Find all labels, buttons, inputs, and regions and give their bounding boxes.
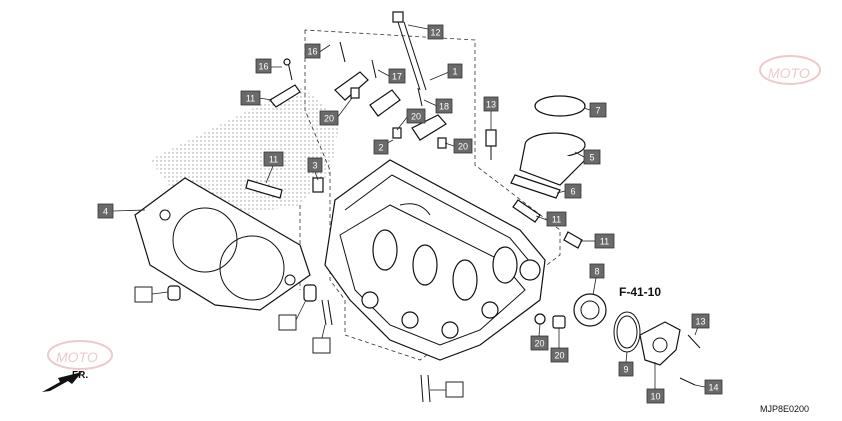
callout-label: 8 bbox=[594, 267, 599, 277]
head-gasket bbox=[134, 177, 311, 311]
callout-label: 20 bbox=[324, 114, 334, 124]
callout-label: 12 bbox=[430, 28, 440, 38]
callout-label: 16 bbox=[307, 47, 317, 57]
sensor-right bbox=[563, 231, 583, 249]
callout-16-top[interactable]: 16 bbox=[304, 43, 321, 59]
callout-label: 13 bbox=[486, 100, 496, 110]
callout-label: 20 bbox=[458, 142, 468, 152]
callout-label: 11 bbox=[552, 215, 561, 225]
empty-callout-dowel-left[interactable] bbox=[134, 286, 153, 303]
callout-9[interactable]: 9 bbox=[618, 361, 634, 377]
callout-2[interactable]: 2 bbox=[373, 139, 389, 155]
callout-5[interactable]: 5 bbox=[583, 149, 601, 165]
callout-4[interactable]: 4 bbox=[97, 203, 114, 219]
spark-plug-upper-left bbox=[269, 84, 301, 108]
callout-label: 6 bbox=[570, 187, 575, 197]
diagram-code: MJP8E0200 bbox=[760, 404, 809, 414]
callout-label: 1 bbox=[452, 67, 457, 77]
leader-empty-left bbox=[151, 291, 169, 295]
callout-3[interactable]: 3 bbox=[307, 157, 323, 173]
callout-label: 16 bbox=[258, 62, 268, 72]
dowel-pins bbox=[167, 284, 431, 403]
watermark-logo-top-right: MOTO bbox=[759, 55, 821, 85]
leader-empty-right bbox=[295, 299, 307, 321]
cylinder-head bbox=[324, 159, 546, 361]
callout-20-right[interactable]: 20 bbox=[453, 138, 473, 154]
spark-plug-middle bbox=[245, 179, 283, 199]
thermostat bbox=[573, 293, 607, 327]
callout-label: 3 bbox=[312, 161, 317, 171]
callout-16-right[interactable]: 18 bbox=[435, 98, 453, 114]
callout-label: 20 bbox=[534, 339, 544, 349]
housing-bolts bbox=[679, 334, 701, 386]
empty-callout-stud-bottom[interactable] bbox=[445, 381, 464, 398]
watermark-logo-bottom-left: MOTO bbox=[47, 340, 113, 370]
callout-label: 14 bbox=[708, 383, 718, 393]
o-ring bbox=[613, 311, 641, 353]
shaded-region bbox=[150, 85, 340, 215]
callout-label: 20 bbox=[411, 112, 421, 122]
callout-11-right[interactable]: 11 bbox=[546, 211, 567, 227]
callout-18[interactable]: 20 bbox=[530, 335, 549, 351]
callout-10[interactable]: 10 bbox=[646, 388, 665, 404]
callout-label: 2 bbox=[378, 143, 383, 153]
empty-callout-dowel-right[interactable] bbox=[278, 314, 297, 331]
callout-label: 4 bbox=[103, 207, 108, 217]
callout-14[interactable]: 16 bbox=[255, 58, 272, 74]
assembly-boundary bbox=[304, 29, 561, 361]
svg-text:MOTO: MOTO bbox=[56, 349, 98, 365]
callout-13-lower[interactable]: 14 bbox=[704, 379, 723, 395]
leader-lines bbox=[112, 24, 706, 389]
callout-label: 13 bbox=[695, 317, 705, 327]
callout-6[interactable]: 6 bbox=[564, 183, 582, 199]
head-bolt bbox=[392, 11, 427, 91]
callout-label: 7 bbox=[595, 106, 600, 116]
insulator-band bbox=[510, 174, 561, 199]
callout-13-upper[interactable]: 13 bbox=[691, 313, 710, 329]
callout-20-left[interactable]: 20 bbox=[319, 110, 339, 126]
callout-label: 10 bbox=[650, 392, 660, 402]
intake-insulator bbox=[519, 132, 586, 186]
temp-sensor bbox=[485, 129, 497, 160]
callout-15[interactable]: 12 bbox=[427, 24, 444, 40]
callout-12[interactable]: 13 bbox=[483, 96, 499, 112]
callout-11-lower-right[interactable]: 11 bbox=[594, 233, 615, 249]
callout-label: 20 bbox=[554, 351, 564, 361]
callout-1[interactable]: 1 bbox=[447, 63, 463, 79]
callout-label: 11 bbox=[246, 94, 255, 104]
leader-empty-stud bbox=[321, 324, 326, 339]
reference-label: F-41-10 bbox=[619, 285, 661, 299]
plug-right bbox=[512, 199, 541, 223]
callout-8[interactable]: 8 bbox=[589, 263, 605, 279]
callout-7[interactable]: 7 bbox=[589, 102, 607, 118]
rocker-parts bbox=[312, 41, 447, 193]
callout-20-mid[interactable]: 20 bbox=[406, 108, 426, 124]
hose-clamp bbox=[534, 95, 586, 117]
callout-label: 9 bbox=[623, 365, 628, 375]
front-direction-arrow: FR. bbox=[42, 370, 88, 392]
callout-16-mid[interactable]: 17 bbox=[388, 68, 406, 84]
thermostat-housing bbox=[639, 321, 681, 366]
callout-11-upper[interactable]: 11 bbox=[240, 90, 261, 106]
callout-label: 18 bbox=[439, 102, 449, 112]
empty-callout-stud[interactable] bbox=[312, 337, 331, 354]
front-label: FR. bbox=[72, 370, 88, 381]
svg-text:MOTO: MOTO bbox=[768, 65, 810, 81]
callout-17[interactable]: 20 bbox=[550, 347, 569, 363]
small-bolt-upper bbox=[283, 58, 293, 81]
callout-label: 17 bbox=[392, 72, 402, 82]
callout-label: 11 bbox=[600, 237, 609, 247]
callout-label: 11 bbox=[269, 155, 278, 165]
washer-and-plug bbox=[534, 313, 566, 329]
callout-11-middle[interactable]: 11 bbox=[263, 151, 284, 167]
callout-label: 5 bbox=[589, 153, 594, 163]
